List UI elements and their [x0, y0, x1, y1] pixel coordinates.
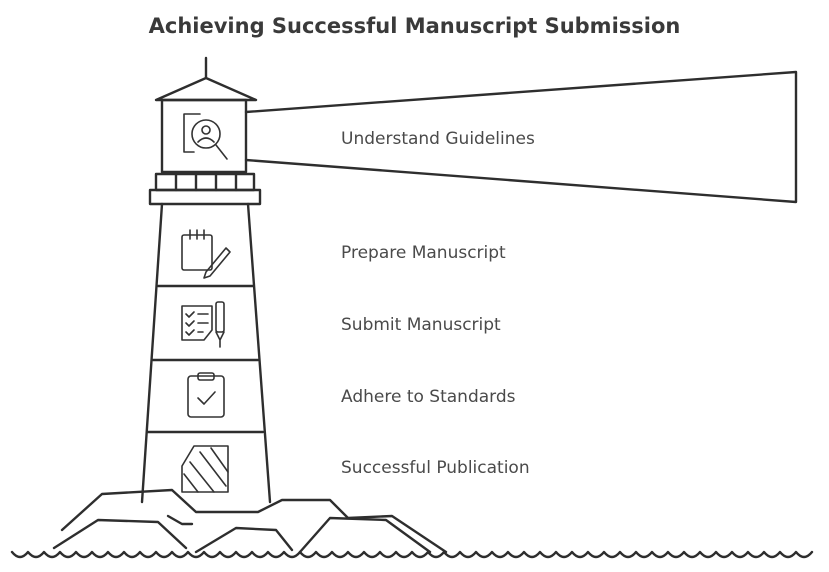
clipboard-check-icon	[188, 373, 224, 417]
gallery-deck	[150, 190, 260, 204]
step-label-prepare-manuscript: Prepare Manuscript	[341, 243, 506, 263]
gallery-railing	[156, 174, 254, 190]
checklist-pen-icon	[182, 302, 224, 347]
step-label-understand-guidelines: Understand Guidelines	[341, 129, 535, 149]
lighthouse-roof	[156, 78, 256, 100]
sea-waves	[12, 552, 812, 557]
magnifier-person-document-icon	[184, 114, 227, 159]
step-label-adhere-to-standards: Adhere to Standards	[341, 387, 516, 407]
step-label-submit-manuscript: Submit Manuscript	[341, 315, 501, 335]
lantern-room	[162, 100, 246, 172]
step-label-successful-publication: Successful Publication	[341, 458, 530, 478]
lighthouse-tower	[142, 204, 270, 502]
striped-document-icon	[182, 446, 228, 492]
notepad-pencil-icon	[182, 230, 230, 278]
